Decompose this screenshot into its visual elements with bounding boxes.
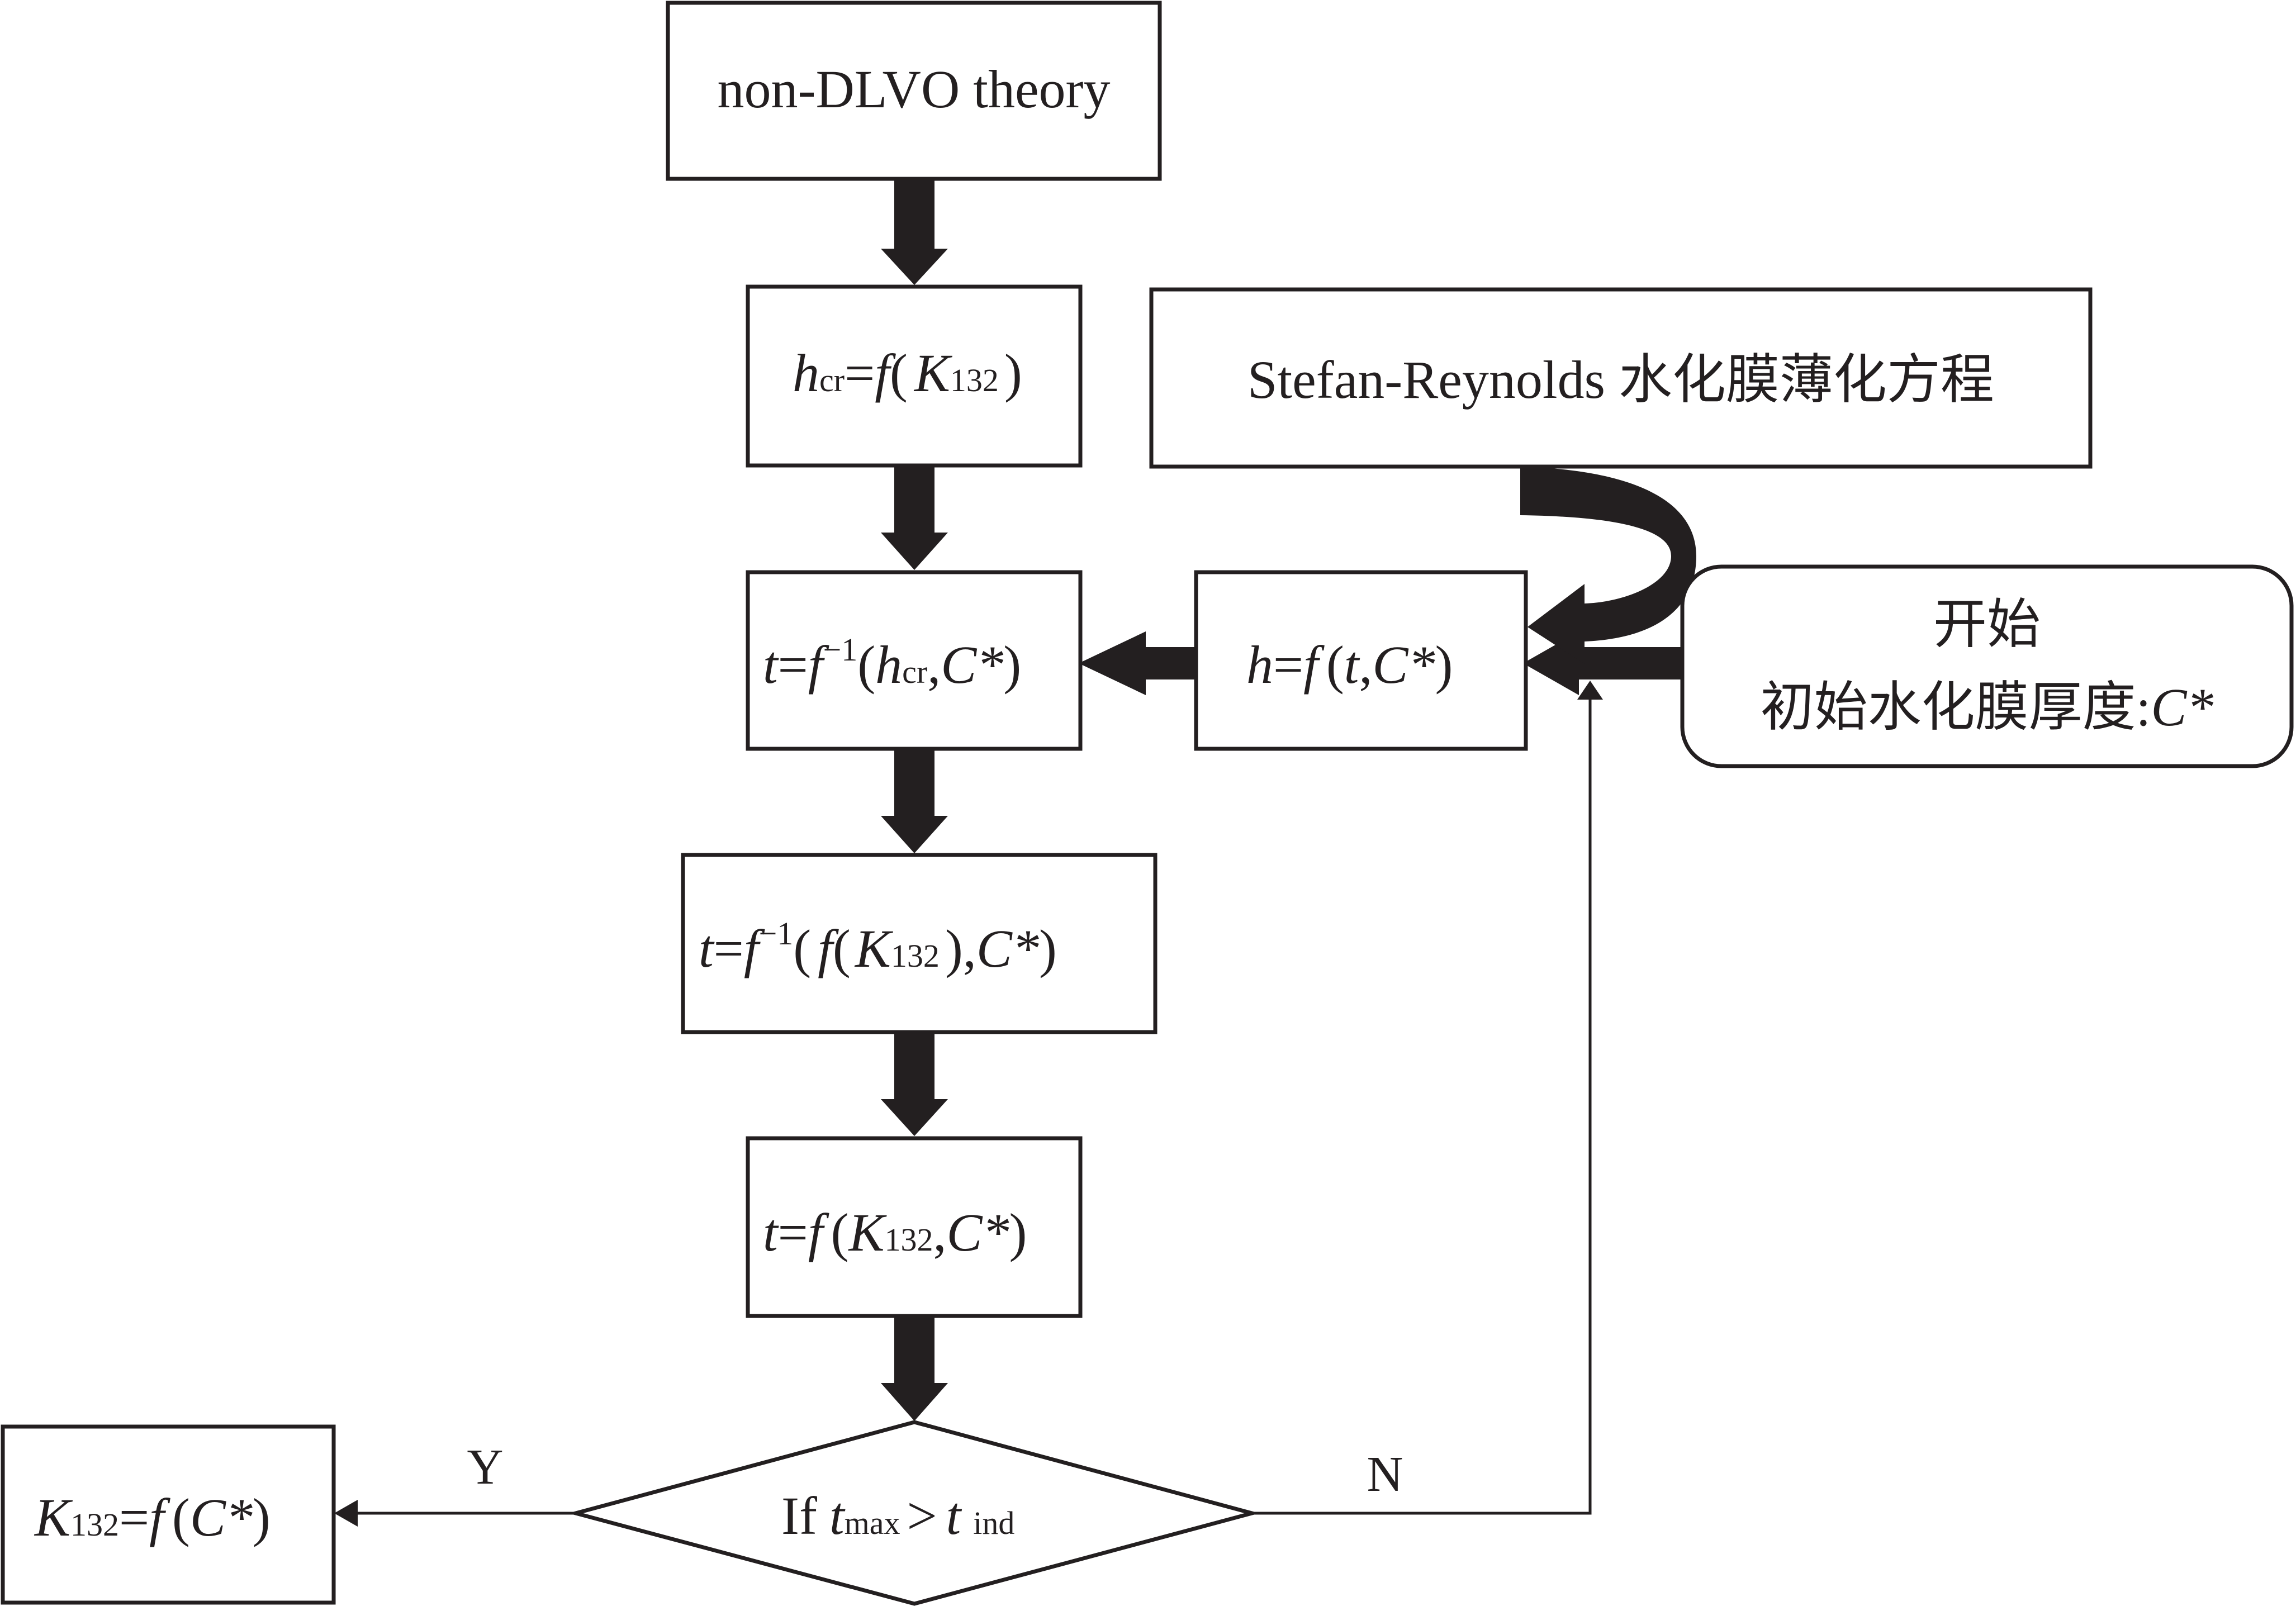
start-initial-thickness: 初始水化膜厚度:C* bbox=[1761, 677, 2214, 737]
node-result: K132=f(C*) bbox=[1, 1424, 336, 1605]
arrow-stefan-to-hftc bbox=[1520, 467, 1696, 664]
connectors bbox=[334, 179, 1696, 1527]
arrow-tfkc-to-decision bbox=[881, 1316, 948, 1421]
h-ftc-text: h=f(t,C*) bbox=[1246, 635, 1453, 695]
stefan-reynolds-label: Stefan-Reynolds 水化膜薄化方程 bbox=[1247, 350, 1994, 410]
arrow-yes-to-result bbox=[334, 1500, 576, 1527]
node-t-inverse-hcr: t=f−1(hcr,C*) bbox=[746, 570, 1083, 751]
arrow-nondlvo-to-hcr bbox=[881, 179, 948, 285]
node-stefan-reynolds: Stefan-Reynolds 水化膜薄化方程 bbox=[1149, 287, 2093, 469]
node-start: 开始 初始水化膜厚度:C* bbox=[1680, 564, 2294, 768]
t-inverse-hcr-text: t=f−1(hcr,C*) bbox=[763, 631, 1021, 695]
node-h-ftc: h=f(t,C*) bbox=[1194, 570, 1528, 751]
start-label: 开始 bbox=[1933, 595, 2041, 654]
node-t-inverse-fk: t=f−1(f(K132),C*) bbox=[681, 853, 1158, 1034]
branch-no-label: N bbox=[1367, 1447, 1403, 1502]
arrow-no-feedback bbox=[1252, 681, 1603, 1515]
arrow-start-to-hftc bbox=[1523, 631, 1682, 695]
result-text: K132=f(C*) bbox=[34, 1488, 271, 1547]
node-non-dlvo-label: non-DLVO theory bbox=[717, 59, 1110, 119]
arrow-hcr-to-tinv bbox=[881, 465, 948, 570]
node-t-fkc: t=f(K132,C*) bbox=[746, 1136, 1083, 1318]
arrow-tinv-to-tinvfk bbox=[881, 749, 948, 853]
arrow-tinvfk-to-tfkc bbox=[881, 1032, 948, 1136]
node-hcr-equation: hcr=f(K132) bbox=[746, 284, 1083, 468]
node-non-dlvo-theory: non-DLVO theory bbox=[666, 1, 1162, 181]
hcr-equation-text: hcr=f(K132) bbox=[793, 343, 1022, 403]
t-inverse-fk-text: t=f−1(f(K132),C*) bbox=[699, 915, 1057, 978]
arrow-hftc-to-tinv bbox=[1079, 631, 1196, 695]
branch-yes-label: Y bbox=[467, 1439, 504, 1495]
